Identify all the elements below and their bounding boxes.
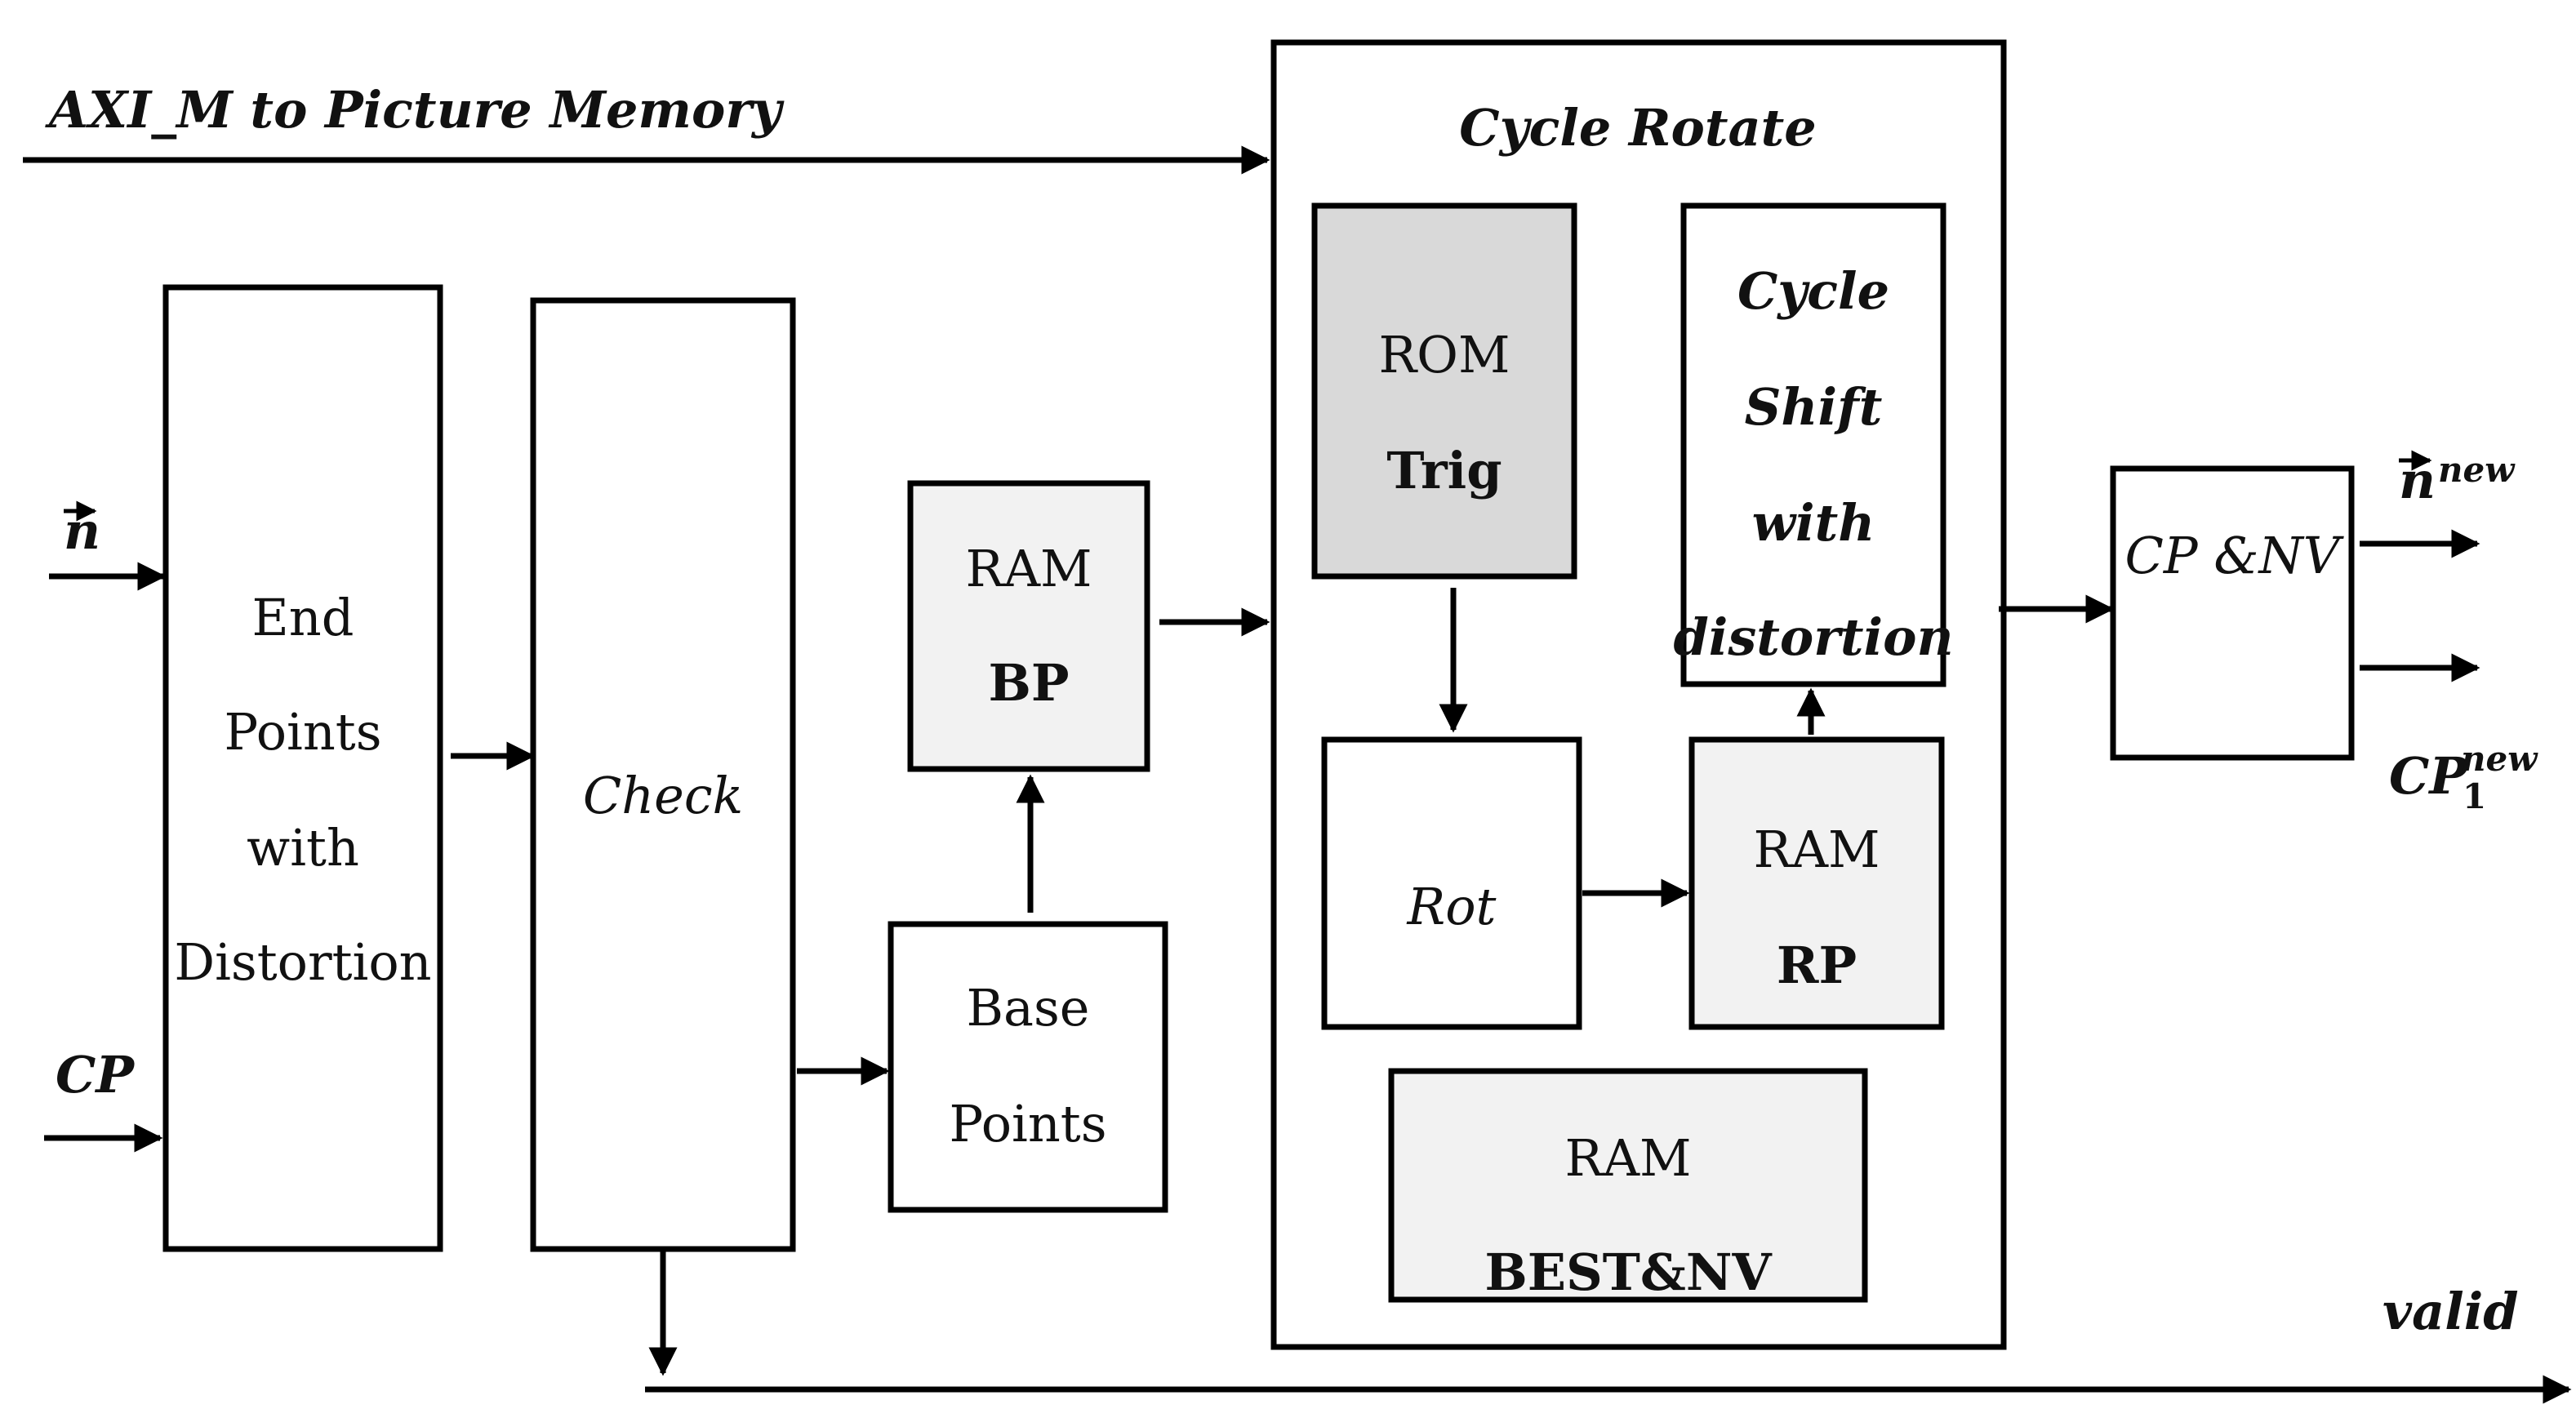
cycle-shift-line-2: Shift [1745,377,1883,437]
valid-label: valid [2382,1282,2519,1341]
base-points-block [888,921,1168,1213]
axi-label: AXI_M to Picture Memory [45,80,785,140]
cp-new-base: CP [2389,746,2469,806]
cp-nv-block [2110,465,2355,761]
rom-trig-line-1: ROM [1379,325,1510,385]
end-points-line-1: End [252,588,354,647]
cycle-shift-line-1: Cycle [1737,261,1889,321]
n-new-label: n new [2399,450,2516,510]
end-points-block [162,284,443,1252]
n-new-sup: new [2438,450,2516,490]
cycle-shift-line-4: distortion [1673,607,1953,667]
end-points-line-4: Distortion [174,932,431,992]
ram-bp-block [907,480,1150,772]
rot-block [1321,736,1582,1030]
ram-best-line-1: RAM [1565,1128,1692,1188]
rom-trig-block [1311,202,1577,580]
ram-best-block [1388,1068,1868,1303]
ram-best-line-2: BEST&NV [1484,1242,1772,1302]
rot-label: Rot [1407,877,1497,936]
ram-bp-line-2: BP [988,653,1069,713]
end-points-line-3: with [247,818,359,878]
cycle-rotate-title: Cycle Rotate [1459,98,1816,158]
ram-rp-line-1: RAM [1754,820,1880,879]
rom-trig-line-2: Trig [1386,441,1502,500]
base-points-line-2: Points [949,1094,1106,1154]
cp-nv-label: CP &NV [2124,526,2344,585]
cycle-shift-block [1680,202,1946,687]
n-input-label: n [64,500,100,561]
ram-rp-block [1688,736,1945,1030]
cycle-shift-line-3: with [1752,493,1875,553]
check-block [530,297,796,1252]
ram-bp-line-1: RAM [966,539,1092,598]
base-points-line-1: Base [966,978,1089,1038]
check-label: Check [583,766,743,825]
cp-new-sub: 1 [2463,776,2486,816]
cp-new-label: CP new 1 [2389,739,2538,816]
end-points-line-2: Points [224,702,381,762]
cp-label: CP [56,1045,136,1105]
ram-rp-line-2: RP [1777,936,1857,995]
cp-new-sup: new [2461,739,2538,779]
